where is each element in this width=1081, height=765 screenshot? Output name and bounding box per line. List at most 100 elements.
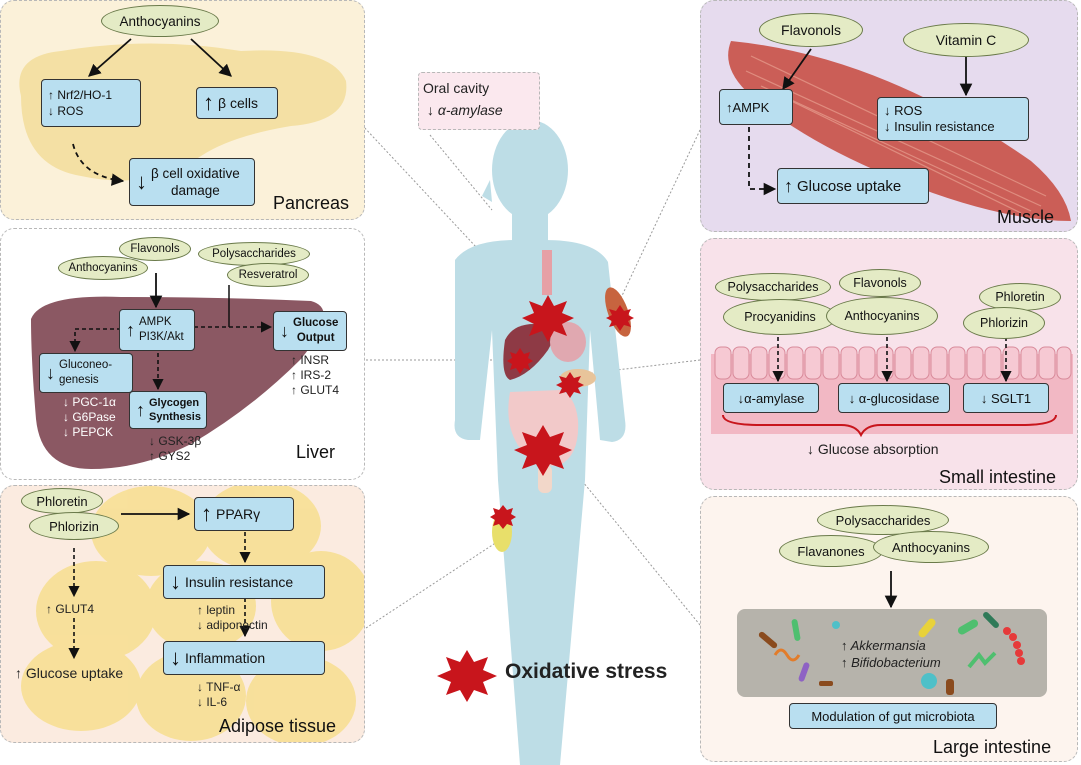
ros-line: ↓ ROS	[884, 103, 923, 118]
akkermansia-item: ↑ Akkermansia	[841, 638, 926, 653]
oxidative-stress-legend: Oxidative stress	[505, 660, 668, 683]
ros-lines: ↓ ROS ↓ Insulin resistance	[884, 103, 995, 135]
oxidative-damage-line2: damage	[171, 183, 220, 198]
oxidative-damage-line1: β cell oxidative	[151, 166, 240, 181]
flavanones-oval: Flavanones	[779, 535, 883, 567]
flavonols-label: Flavonols	[853, 276, 907, 290]
insulin-resistance-line: ↓ Insulin resistance	[884, 119, 995, 134]
gluconeogenesis-markers: ↓ PGC-1α ↓ G6Pase ↓ PEPCK	[63, 395, 116, 440]
anthocyanins-label: Anthocyanins	[68, 262, 138, 274]
adipose-title: Adipose tissue	[219, 716, 337, 736]
glucosidase-label: ↓ α-glucosidase	[848, 390, 940, 406]
glucose-output-box: ↓ Glucose Output	[273, 311, 347, 351]
muscle-title: Muscle	[997, 207, 1055, 227]
legend-star	[437, 650, 497, 702]
polysaccharides-oval: Polysaccharides	[817, 505, 949, 535]
small-intestine-panel: Polysaccharides Flavonols Phloretin Proc…	[700, 238, 1078, 490]
polysaccharides-oval: Polysaccharides	[715, 273, 831, 301]
anthocyanins-oval: Anthocyanins	[101, 5, 219, 37]
flavonols-oval: Flavonols	[119, 237, 191, 261]
glucose-output-line1: Glucose	[293, 317, 339, 329]
oral-cavity-title: Oral cavity	[423, 80, 490, 96]
oxidative-stress-stars	[437, 295, 634, 702]
amylase-label: ↓α-amylase	[737, 390, 805, 406]
vitamin-c-oval: Vitamin C	[903, 23, 1029, 57]
ppar-label: PPARγ	[216, 506, 261, 522]
marker-item: ↓ IL-6	[197, 695, 228, 709]
resveratrol-label: Resveratrol	[238, 269, 298, 281]
polysaccharides-label: Polysaccharides	[212, 248, 296, 260]
glucose-output-line2: Output	[296, 332, 335, 344]
ppar-box: ↑ PPARγ	[194, 497, 294, 531]
glucose-uptake-label: Glucose uptake	[797, 177, 902, 195]
down-arrow-icon: ↓	[170, 645, 181, 670]
glycogen-box: ↑ Glycogen Synthesis	[129, 391, 207, 429]
down-arrow-icon: ↓	[427, 102, 434, 118]
marker-item: ↓ G6Pase	[63, 410, 116, 424]
resveratrol-oval: Resveratrol	[227, 263, 309, 287]
marker-item: ↓ TNF-α	[197, 680, 241, 694]
glut4-text: ↑ GLUT4	[46, 602, 95, 616]
flavonols-label: Flavonols	[781, 22, 841, 38]
up-arrow-icon: ↑	[136, 400, 145, 420]
vitamin-c-label: Vitamin C	[935, 32, 997, 48]
adipose-panel: Phloretin Phlorizin ↑ PPARγ ↓ Insulin re…	[0, 485, 365, 743]
anthocyanins-oval: Anthocyanins	[826, 297, 938, 335]
nrf2-line: ↑ Nrf2/HO-1	[48, 88, 113, 102]
anthocyanins-label: Anthocyanins	[119, 13, 201, 29]
marker-item: ↑ IRS-2	[291, 368, 332, 382]
phloretin-label: Phloretin	[995, 290, 1045, 304]
marker-item: ↓ PEPCK	[63, 425, 114, 439]
polysaccharides-oval: Polysaccharides	[198, 242, 310, 266]
pi3k-label: PI3K/Akt	[139, 331, 184, 343]
bifidobacterium-item: ↑ Bifidobacterium	[841, 655, 941, 670]
procyanidins-label: Procyanidins	[744, 310, 816, 324]
bacteria-shapes	[758, 612, 1025, 695]
liver-title: Liver	[296, 442, 336, 462]
liver-panel: Flavonols Anthocyanins Polysaccharides R…	[0, 228, 365, 480]
sglt1-label: ↓ SGLT1	[980, 390, 1032, 406]
ros-line: ↓ ROS	[48, 104, 84, 118]
amylase-box: ↓α-amylase	[723, 383, 819, 413]
small-intestine-title: Small intestine	[939, 467, 1057, 487]
down-arrow-icon: ↓	[46, 363, 55, 383]
procyanidins-oval: Procyanidins	[723, 299, 837, 335]
polysaccharides-label: Polysaccharides	[835, 512, 931, 528]
marker-item: ↑ leptin	[197, 603, 236, 617]
flavanones-label: Flavanones	[797, 543, 865, 559]
anthocyanins-oval: Anthocyanins	[58, 256, 148, 280]
marker-item: ↑ GLUT4	[291, 383, 340, 397]
marker-item: ↓ GSK-3β	[149, 434, 202, 448]
phlorizin-oval: Phlorizin	[963, 307, 1045, 339]
anthocyanins-label: Anthocyanins	[844, 309, 920, 323]
gut-microbiota-box: Modulation of gut microbiota	[789, 703, 997, 729]
up-arrow-icon: ↑	[784, 176, 793, 196]
beta-cells-label: β cells	[218, 95, 258, 111]
glucose-uptake-box: ↑ Glucose uptake	[777, 168, 929, 204]
glycogen-markers: ↓ GSK-3β ↑ GYS2	[149, 434, 201, 464]
glycogen-line2: Synthesis	[149, 411, 201, 423]
anthocyanins-oval: Anthocyanins	[873, 531, 989, 563]
nrf2-box: ↑ Nrf2/HO-1 ↓ ROS	[41, 79, 141, 127]
polysaccharides-label: Polysaccharides	[727, 280, 819, 294]
alpha-amylase-label: α-amylase	[437, 102, 503, 118]
down-arrow-icon: ↓	[280, 321, 289, 341]
insulin-resistance-box: ↓ Insulin resistance	[163, 565, 325, 599]
down-arrow-icon: ↓	[170, 569, 181, 594]
ampk-box: ↑AMPK	[719, 89, 793, 125]
pancreas-panel: Anthocyanins ↑ Nrf2/HO-1 ↓ ROS ↑ β cells…	[0, 0, 365, 220]
marker-item: ↑ GYS2	[149, 449, 191, 463]
ampk-box: ↑ AMPK PI3K/Akt	[119, 309, 195, 351]
down-arrow-icon: ↓	[136, 169, 147, 194]
flavonols-oval: Flavonols	[759, 13, 863, 47]
up-arrow-icon: ↑	[126, 320, 135, 340]
glucose-uptake-text: ↑ Glucose uptake	[15, 665, 124, 681]
sglt1-box: ↓ SGLT1	[963, 383, 1049, 413]
marker-item: ↓ PGC-1α	[63, 395, 116, 409]
pancreas-title: Pancreas	[273, 193, 350, 213]
flavonols-label: Flavonols	[130, 243, 180, 255]
glucose-absorption-text: ↓ Glucose absorption	[807, 441, 939, 457]
gut-microbiota-label: Modulation of gut microbiota	[811, 708, 975, 724]
oxidative-damage-box: ↓ β cell oxidative damage	[129, 158, 255, 206]
